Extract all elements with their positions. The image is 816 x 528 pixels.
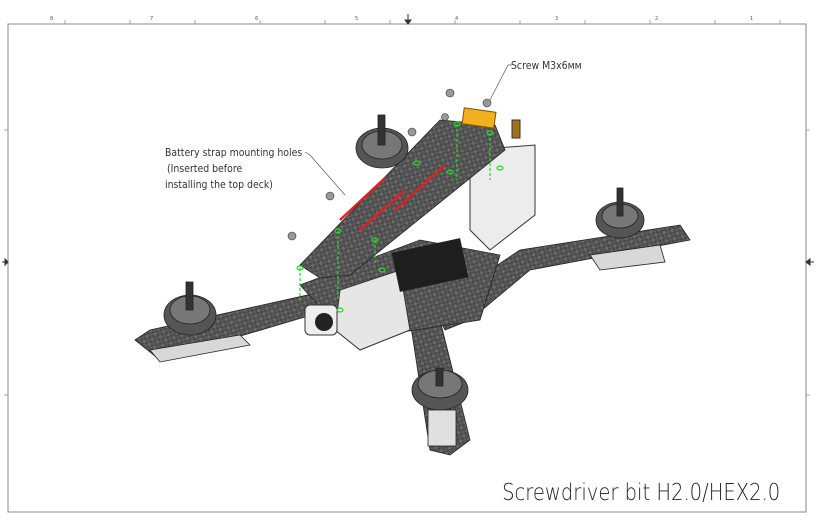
border-label: 1 xyxy=(750,16,754,22)
drawing-title: Screwdriver bit H2.0/HEX2.0 xyxy=(501,480,780,506)
border-label: 3 xyxy=(555,16,559,22)
border-label: 4 xyxy=(455,16,459,22)
drawing-frame xyxy=(7,23,807,513)
border-label: 7 xyxy=(150,16,154,22)
border-label: 8 xyxy=(50,16,54,22)
screw-leader-line xyxy=(489,64,512,101)
battery-annotation-line3: installing the top deck) xyxy=(165,178,273,191)
side-plate xyxy=(469,144,536,251)
mounting-hole-highlights xyxy=(296,121,504,313)
center-mark-left xyxy=(2,257,9,267)
battery-leader-line xyxy=(304,151,346,196)
antenna-connector xyxy=(511,119,521,139)
battery-annotation-line2: (Inserted before xyxy=(167,162,243,175)
xt60-connector xyxy=(461,107,497,129)
center-mark-right xyxy=(805,258,814,266)
top-deck xyxy=(299,119,506,279)
fc-stack xyxy=(391,238,469,292)
border-label: 6 xyxy=(255,16,259,22)
camera-lens xyxy=(315,313,333,331)
battery-annotation-line1: Battery strap mounting holes xyxy=(165,146,303,159)
screw-annotation: Screw M3x6мм xyxy=(511,59,582,72)
motors xyxy=(163,114,645,447)
battery-strap-slots xyxy=(339,164,446,231)
border-label: 5 xyxy=(355,16,359,22)
center-mark-top xyxy=(404,14,412,25)
loose-screws xyxy=(287,88,492,241)
border-label: 2 xyxy=(655,16,659,22)
